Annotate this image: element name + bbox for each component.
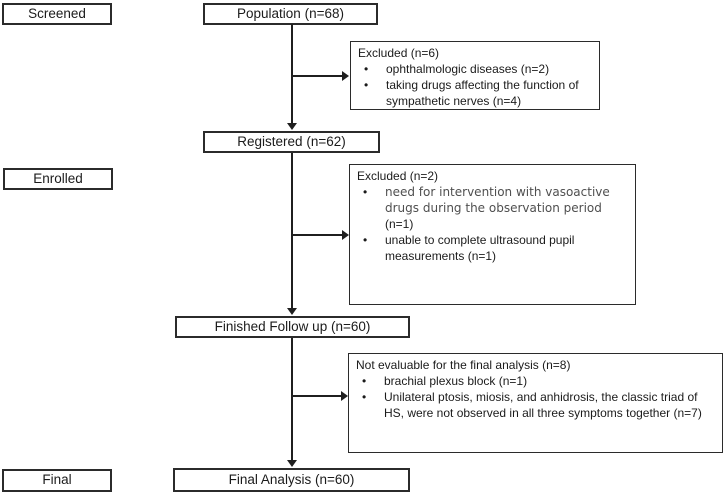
flow-box-population: Population (n=68) [203,3,378,25]
stage-label-screened-text: Screened [28,5,86,21]
bullet-text: brachial plexus block (n=1) [384,374,528,388]
bullet-icon: • [364,62,369,76]
list-item: • ophthalmologic diseases (n=2) [358,61,595,77]
flow-box-final-analysis-text: Final Analysis (n=60) [228,471,355,487]
list-item: • taking drugs affecting the function of… [358,77,595,109]
arrow-line-registered-to-finished [291,153,293,309]
side-box-not-evaluable-title: Not evaluable for the final analysis (n=… [356,358,571,372]
arrowhead-right-icon [342,71,349,81]
stage-label-final-text: Final [42,472,72,488]
flow-box-registered-text: Registered (n=62) [237,133,346,149]
stage-label-screened: Screened [2,3,112,25]
arrow-line-branch-to-excluded-1 [292,75,342,77]
list-item: • brachial plexus block (n=1) [356,373,718,389]
stage-label-enrolled: Enrolled [3,168,113,190]
side-box-not-evaluable: Not evaluable for the final analysis (n=… [348,353,723,453]
side-box-excluded-1-title: Excluded (n=6) [358,46,440,60]
bullet-text: need for intervention with vasoactive dr… [385,184,631,232]
bullet-text: Unilateral ptosis, miosis, and anhidrosi… [384,390,702,420]
bullet-text-count-segment: (n=1) [385,217,414,231]
bullet-text: taking drugs affecting the function of s… [386,78,579,108]
flow-box-registered: Registered (n=62) [203,131,380,153]
arrow-line-finished-to-final-analysis [291,338,293,461]
arrow-line-branch-to-not-evaluable [292,395,341,397]
stage-label-final: Final [2,469,112,492]
arrowhead-down-icon [287,460,297,467]
side-box-excluded-2-title: Excluded (n=2) [357,169,439,183]
bullet-text: ophthalmologic diseases (n=2) [386,62,550,76]
arrow-line-population-to-registered [291,24,293,124]
bullet-icon: • [362,390,367,404]
bullet-icon: • [362,374,367,388]
list-item: • need for intervention with vasoactive … [357,184,631,232]
bullet-text: unable to complete ultrasound pupil meas… [385,233,575,263]
flow-box-final-analysis: Final Analysis (n=60) [173,468,410,492]
bullet-icon: • [363,233,368,247]
list-item: • unable to complete ultrasound pupil me… [357,232,631,264]
flow-box-finished-followup: Finished Follow up (n=60) [175,316,410,338]
bullet-icon: • [363,185,368,199]
flow-box-population-text: Population (n=68) [237,5,344,21]
flow-box-finished-followup-text: Finished Follow up (n=60) [214,318,371,334]
arrowhead-down-icon [287,123,297,130]
arrowhead-right-icon [341,391,348,401]
arrowhead-right-icon [342,230,349,240]
stage-label-enrolled-text: Enrolled [33,170,83,186]
arrowhead-down-icon [287,308,297,315]
side-box-excluded-1: Excluded (n=6) • ophthalmologic diseases… [350,41,600,110]
side-box-excluded-2: Excluded (n=2) • need for intervention w… [349,164,636,305]
arrow-line-branch-to-excluded-2 [292,234,342,236]
list-item: • Unilateral ptosis, miosis, and anhidro… [356,389,718,421]
bullet-icon: • [364,78,369,92]
bullet-text-muted-segment: need for intervention with vasoactive dr… [385,185,610,215]
